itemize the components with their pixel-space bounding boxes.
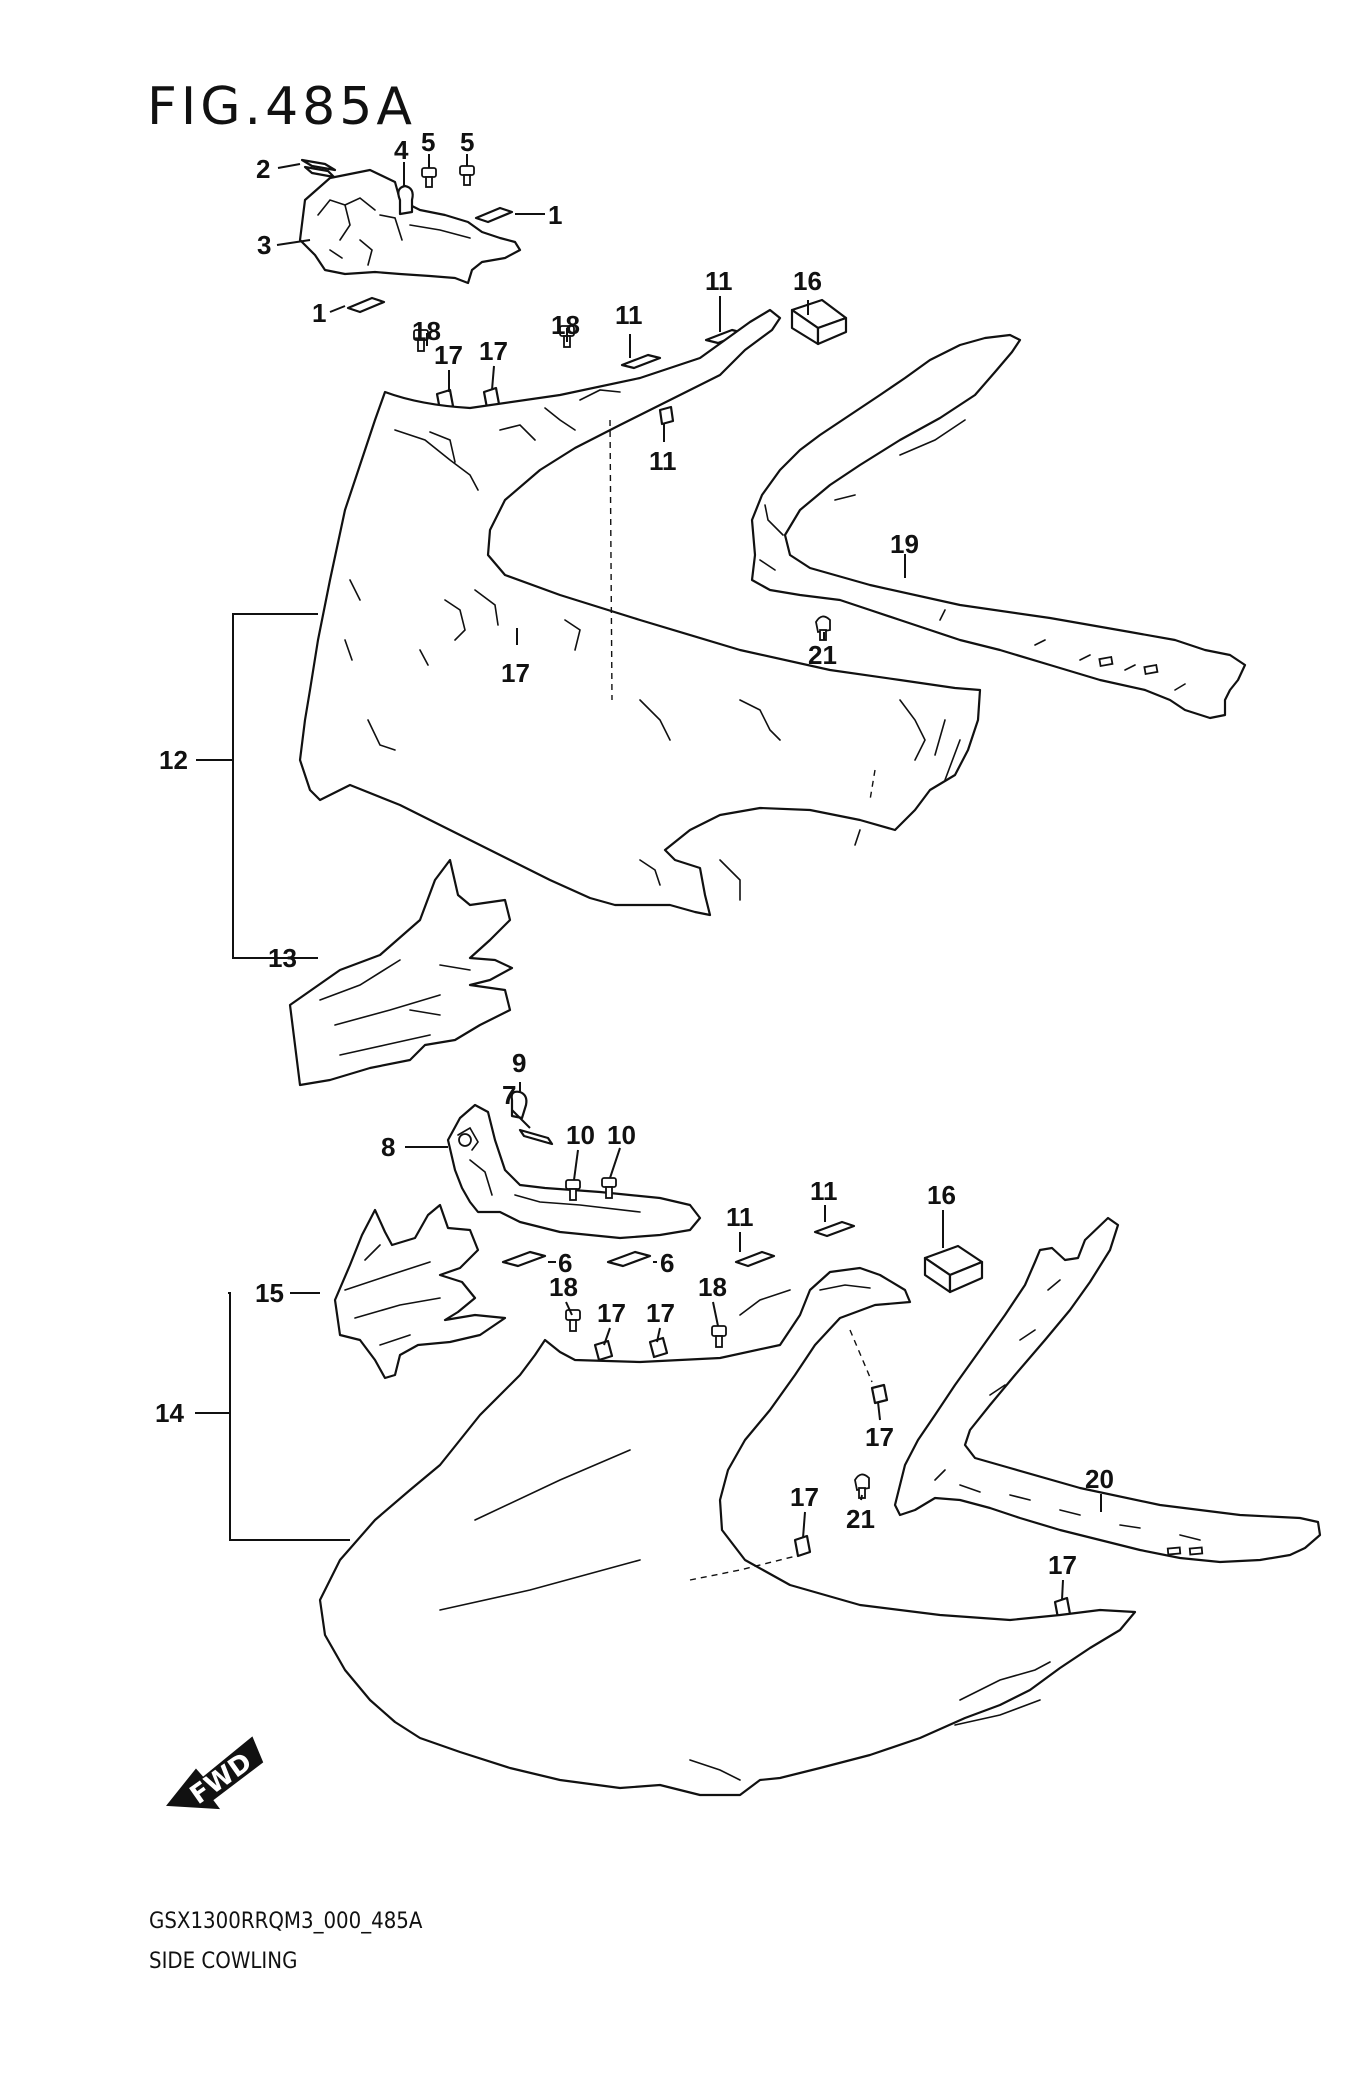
callout-5: 5 <box>421 127 435 157</box>
part-9-clip <box>510 1090 528 1120</box>
fwd-arrow-icon: FWD <box>166 1736 264 1811</box>
callout-17: 17 <box>479 336 508 366</box>
callout-9: 9 <box>512 1048 526 1078</box>
part-16-block <box>790 298 848 346</box>
callout-19: 19 <box>890 529 919 559</box>
part-18-screw <box>565 1309 581 1332</box>
part-17-clip <box>793 1534 812 1558</box>
callout-10: 10 <box>566 1120 595 1150</box>
part-4-clip <box>397 184 414 216</box>
callout-17: 17 <box>865 1422 894 1452</box>
callout-11: 11 <box>810 1176 838 1206</box>
callout-7: 7 <box>502 1080 516 1110</box>
figure-caption: SIDE COWLING <box>149 1949 297 1974</box>
callout-21: 21 <box>808 640 837 670</box>
callout-20: 20 <box>1085 1464 1114 1494</box>
part-10-screw <box>565 1179 581 1201</box>
part-11-pad <box>620 353 662 370</box>
part-16-block <box>923 1244 984 1294</box>
callout-11: 11 <box>615 300 643 330</box>
part-20-inner-panel <box>893 1216 1322 1564</box>
part-7-strip <box>518 1128 554 1146</box>
callout-1: 1 <box>548 200 562 230</box>
callout-14: 14 <box>155 1398 184 1428</box>
part-11-pad <box>813 1220 856 1238</box>
part-15-emblem <box>333 1203 507 1380</box>
part-6-pad <box>606 1250 652 1268</box>
callout-18: 18 <box>412 316 441 346</box>
callout-18: 18 <box>698 1272 727 1302</box>
part-2-strip <box>300 158 337 179</box>
callout-13: 13 <box>268 943 297 973</box>
callout-17: 17 <box>646 1298 675 1328</box>
callout-17: 17 <box>501 658 530 688</box>
part-17-clip <box>593 1339 614 1362</box>
callout-5: 5 <box>460 127 474 157</box>
callout-10: 10 <box>607 1120 636 1150</box>
callout-17: 17 <box>1048 1550 1077 1580</box>
part-13-emblem <box>288 858 514 1087</box>
callout-12: 12 <box>159 745 188 775</box>
leader-lines <box>195 154 1102 1601</box>
model-code: GSX1300RRQM3_000_485A <box>149 1909 423 1934</box>
part-19-inner-panel <box>750 333 1247 720</box>
callout-6: 6 <box>558 1248 572 1278</box>
part-18-screw <box>711 1325 727 1348</box>
figure-title: FIG.485A <box>147 77 416 137</box>
part-6-pad <box>501 1250 547 1268</box>
part-8-bracket <box>446 1103 702 1240</box>
part-11-pad <box>734 1250 776 1268</box>
callout-18: 18 <box>551 310 580 340</box>
callout-labels: 1 1 2 3 4 5 5 11 16 11 18 17 17 18 11 17… <box>155 127 1114 1580</box>
callout-17: 17 <box>434 340 463 370</box>
callout-16: 16 <box>793 266 822 296</box>
callout-11: 11 <box>726 1202 754 1232</box>
fwd-label: FWD <box>185 1747 258 1811</box>
callout-17: 11 <box>649 446 677 476</box>
part-5-screw <box>421 167 437 188</box>
part-14-lower-cowling <box>318 1266 1137 1797</box>
callout-2: 2 <box>256 154 270 184</box>
part-12-upper-cowling <box>298 308 982 917</box>
callout-18: 18 <box>549 1272 578 1302</box>
callout-3: 3 <box>257 230 271 260</box>
part-10-screw <box>601 1177 617 1199</box>
part-5-screw <box>459 165 475 186</box>
part-17-clip <box>648 1336 669 1359</box>
part-1-pad <box>346 296 386 314</box>
callout-11: 11 <box>705 266 733 296</box>
part-3-inner-bracket <box>298 168 522 285</box>
part-17-clip <box>658 405 675 426</box>
part-1-pad <box>474 206 514 224</box>
callout-17: 17 <box>597 1298 626 1328</box>
callout-8: 8 <box>381 1132 395 1162</box>
callout-15: 15 <box>255 1278 284 1308</box>
part-17-clip <box>870 1383 889 1405</box>
callout-16: 16 <box>927 1180 956 1210</box>
callout-17: 17 <box>790 1482 819 1512</box>
callout-4: 4 <box>394 135 409 165</box>
callout-1: 1 <box>312 298 326 328</box>
callout-21: 21 <box>846 1504 875 1534</box>
part-21-screw <box>854 1473 870 1499</box>
callout-6: 6 <box>660 1248 674 1278</box>
